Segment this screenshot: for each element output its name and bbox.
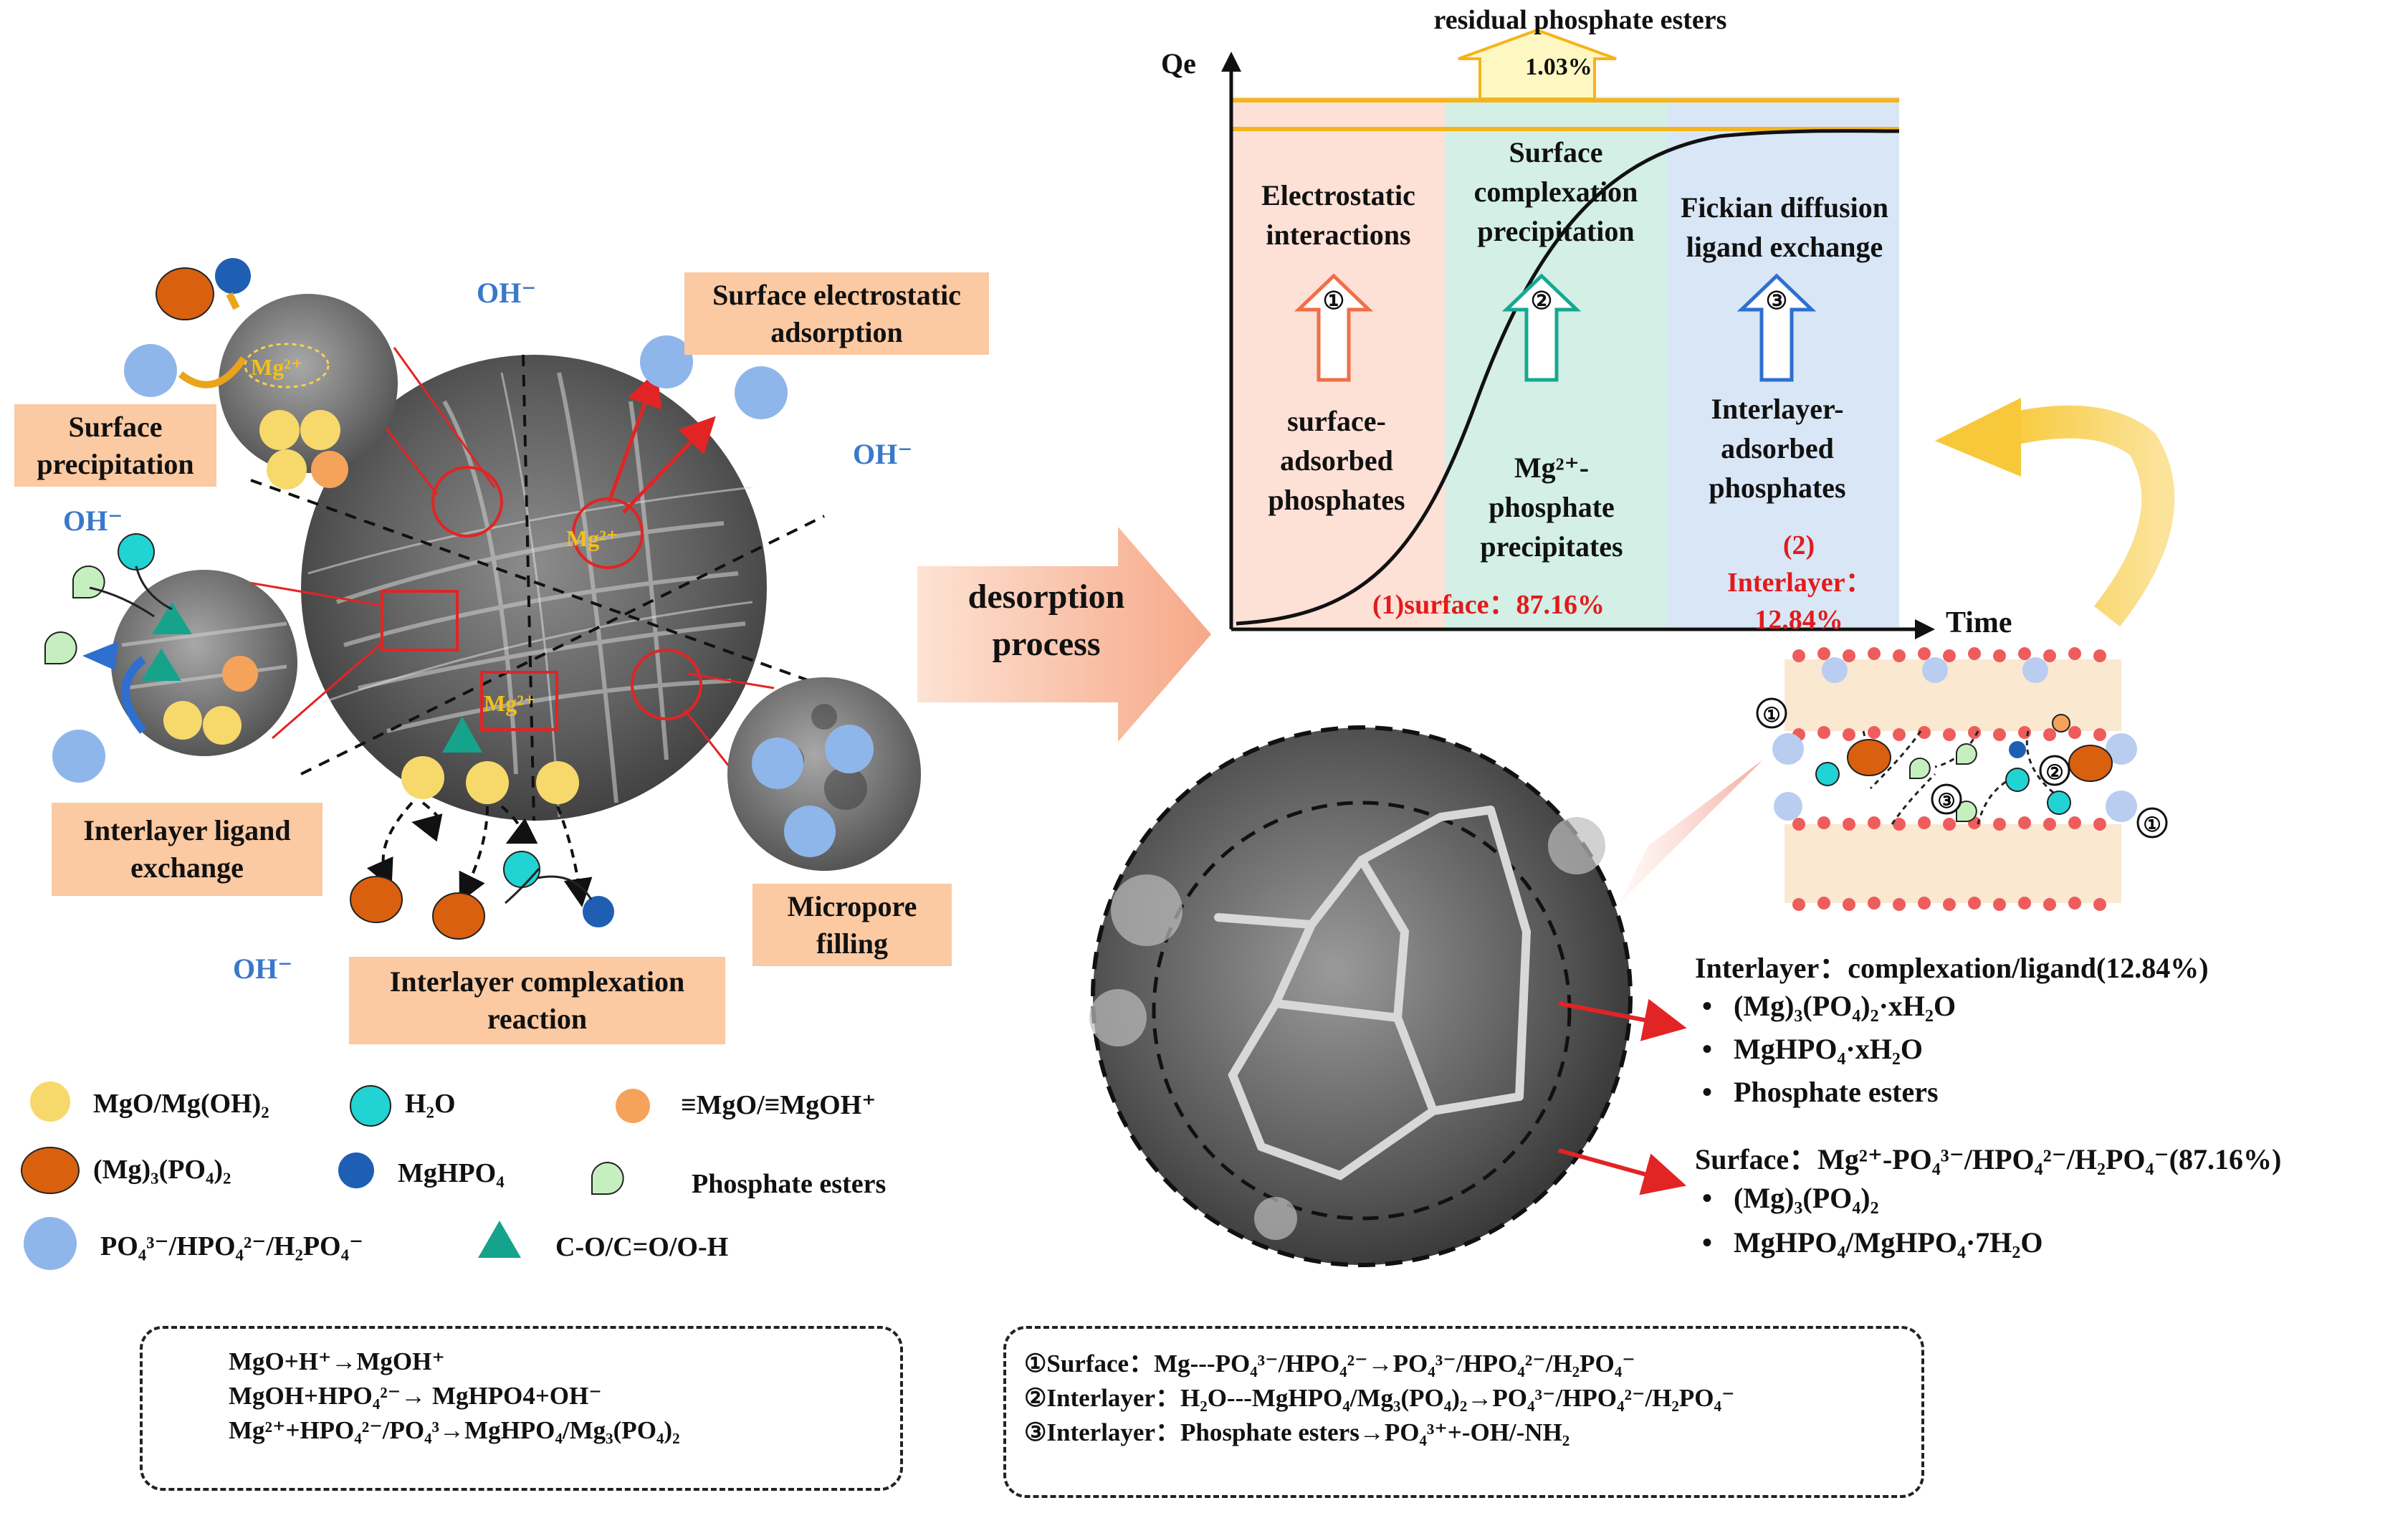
oh-label-4: OH⁻ bbox=[233, 953, 293, 985]
surface-heading: Surface：Mg²⁺-PO₄³⁻/HPO₄²⁻/H₂PO₄⁻(87.16%) bbox=[1695, 1143, 2282, 1175]
equations-right-box: ①Surface：Mg---PO₄³⁻/HPO₄²⁻→PO₄³⁻/HPO₄²⁻/… bbox=[1003, 1326, 1924, 1498]
equations-left-box: MgO+H⁺→MgOH⁺ MgOH+HPO₄²⁻→ MgHPO4+OH⁻ Mg²… bbox=[140, 1326, 903, 1491]
legend-label-mghpo4: MgHPO₄ bbox=[398, 1158, 505, 1188]
equation-left-2: MgOH+HPO₄²⁻→ MgHPO4+OH⁻ bbox=[229, 1382, 602, 1410]
layered-structure: ① ② ③ ① bbox=[1756, 647, 2168, 911]
equation-right-2: ②Interlayer：H₂O---MgHPO₄/Mg₃(PO₄)₂→PO₄³⁻… bbox=[1024, 1384, 1735, 1412]
legend-label-h2o: H₂O bbox=[405, 1089, 456, 1119]
interlayer-heading: Interlayer：complexation/ligand(12.84%) bbox=[1695, 952, 2209, 984]
interlayer-percent: (2) Interlayer：12.84% bbox=[1727, 530, 1873, 635]
desorption-arrow bbox=[917, 527, 1211, 742]
mg-label-2: Mg²⁺ bbox=[484, 690, 536, 716]
legend-label-mgoh: ≡MgO/≡MgOH⁺ bbox=[681, 1090, 876, 1120]
graph-top-pct: 1.03% bbox=[1525, 54, 1592, 80]
inset-interlayer-ligand bbox=[111, 570, 297, 756]
box-interlayer-ligand: Interlayer ligand exchange bbox=[52, 803, 322, 896]
legend-label-phosphate-esters: Phosphate esters bbox=[692, 1169, 887, 1199]
surface-item-1: • (Mg)₃(PO₄)₂ bbox=[1702, 1182, 1879, 1214]
graph-top-note: residual phosphate esters bbox=[1433, 5, 1727, 35]
layer-marker-2: ② bbox=[2045, 762, 2063, 784]
layer-marker-1: ① bbox=[1762, 705, 1780, 727]
equation-right-3: ③Interlayer：Phosphate esters→PO₄³⁺+-OH/-… bbox=[1024, 1418, 1570, 1446]
box-interlayer-complexation: Interlayer complexation reaction bbox=[349, 957, 725, 1044]
oh-label-3: OH⁻ bbox=[63, 505, 123, 537]
oh-label-1: OH⁻ bbox=[477, 277, 537, 309]
legend-label-po4: PO₄³⁻/HPO₄²⁻/H₂PO₄⁻ bbox=[100, 1231, 364, 1261]
desorption-label: desorption process bbox=[968, 578, 1125, 663]
legend-icons bbox=[21, 1082, 650, 1270]
large-sem-circle bbox=[1089, 725, 1633, 1267]
zone3-title: Fickian diffusion ligand exchange bbox=[1680, 191, 1889, 263]
box-surface-electrostatic: Surface electrostatic adsorption bbox=[684, 272, 989, 355]
surface-item-2: • MgHPO₄/MgHPO₄·7H₂O bbox=[1702, 1226, 2043, 1259]
legend-label-mg3po4: (Mg)₃(PO₄)₂ bbox=[93, 1155, 231, 1185]
zone1-number: ① bbox=[1322, 288, 1345, 315]
legend-label-mgo: MgO/Mg(OH)₂ bbox=[93, 1089, 269, 1119]
box-micropore: Micropore filling bbox=[752, 884, 952, 966]
zone2-number: ② bbox=[1530, 288, 1553, 315]
inset-surface-precipitation: Mg²⁺ bbox=[219, 294, 398, 490]
equation-left-3: Mg²⁺+HPO₄²⁻/PO₄³→MgHPO₄/Mg₃(PO₄)₂ bbox=[229, 1416, 680, 1444]
kinetics-graph bbox=[1221, 28, 1935, 639]
main-sem-circle: Mg²⁺ Mg²⁺ bbox=[250, 354, 825, 821]
equation-left-1: MgO+H⁺→MgOH⁺ bbox=[229, 1347, 445, 1375]
legend-label-co: C-O/C=O/O-H bbox=[555, 1232, 729, 1262]
zone2-title: Surface complexation precipitation bbox=[1473, 136, 1638, 247]
zone1-desc: surface-adsorbed phosphates bbox=[1268, 405, 1405, 516]
layer-marker-3: ③ bbox=[1937, 791, 1955, 813]
mg-label-inset: Mg²⁺ bbox=[251, 354, 303, 380]
oh-label-2: OH⁻ bbox=[853, 438, 913, 470]
zone1-title: Electrostatic interactions bbox=[1261, 179, 1415, 251]
interlayer-item-3: • Phosphate esters bbox=[1702, 1076, 1939, 1108]
inset-micropore bbox=[727, 677, 921, 871]
graph-x-label: Time bbox=[1946, 606, 2012, 639]
surface-percent: (1)surface：87.16% bbox=[1372, 590, 1605, 620]
equation-right-1: ①Surface：Mg---PO₄³⁻/HPO₄²⁻→PO₄³⁻/HPO₄²⁻/… bbox=[1024, 1350, 1635, 1378]
layer-marker-4: ① bbox=[2143, 814, 2161, 836]
interlayer-item-2: • MgHPO₄·xH₂O bbox=[1702, 1033, 1923, 1065]
zone3-number: ③ bbox=[1765, 288, 1788, 315]
interlayer-item-1: • (Mg)₃(PO₄)₂·xH₂O bbox=[1702, 990, 1956, 1022]
mg-label-1: Mg²⁺ bbox=[566, 525, 618, 551]
box-surface-precipitation: Surface precipitation bbox=[14, 404, 216, 487]
zone3-desc: Interlayer-adsorbed phosphates bbox=[1709, 393, 1846, 504]
graph-y-label: Qe bbox=[1161, 47, 1196, 80]
zone2-desc: Mg²⁺-phosphate precipitates bbox=[1480, 452, 1623, 563]
